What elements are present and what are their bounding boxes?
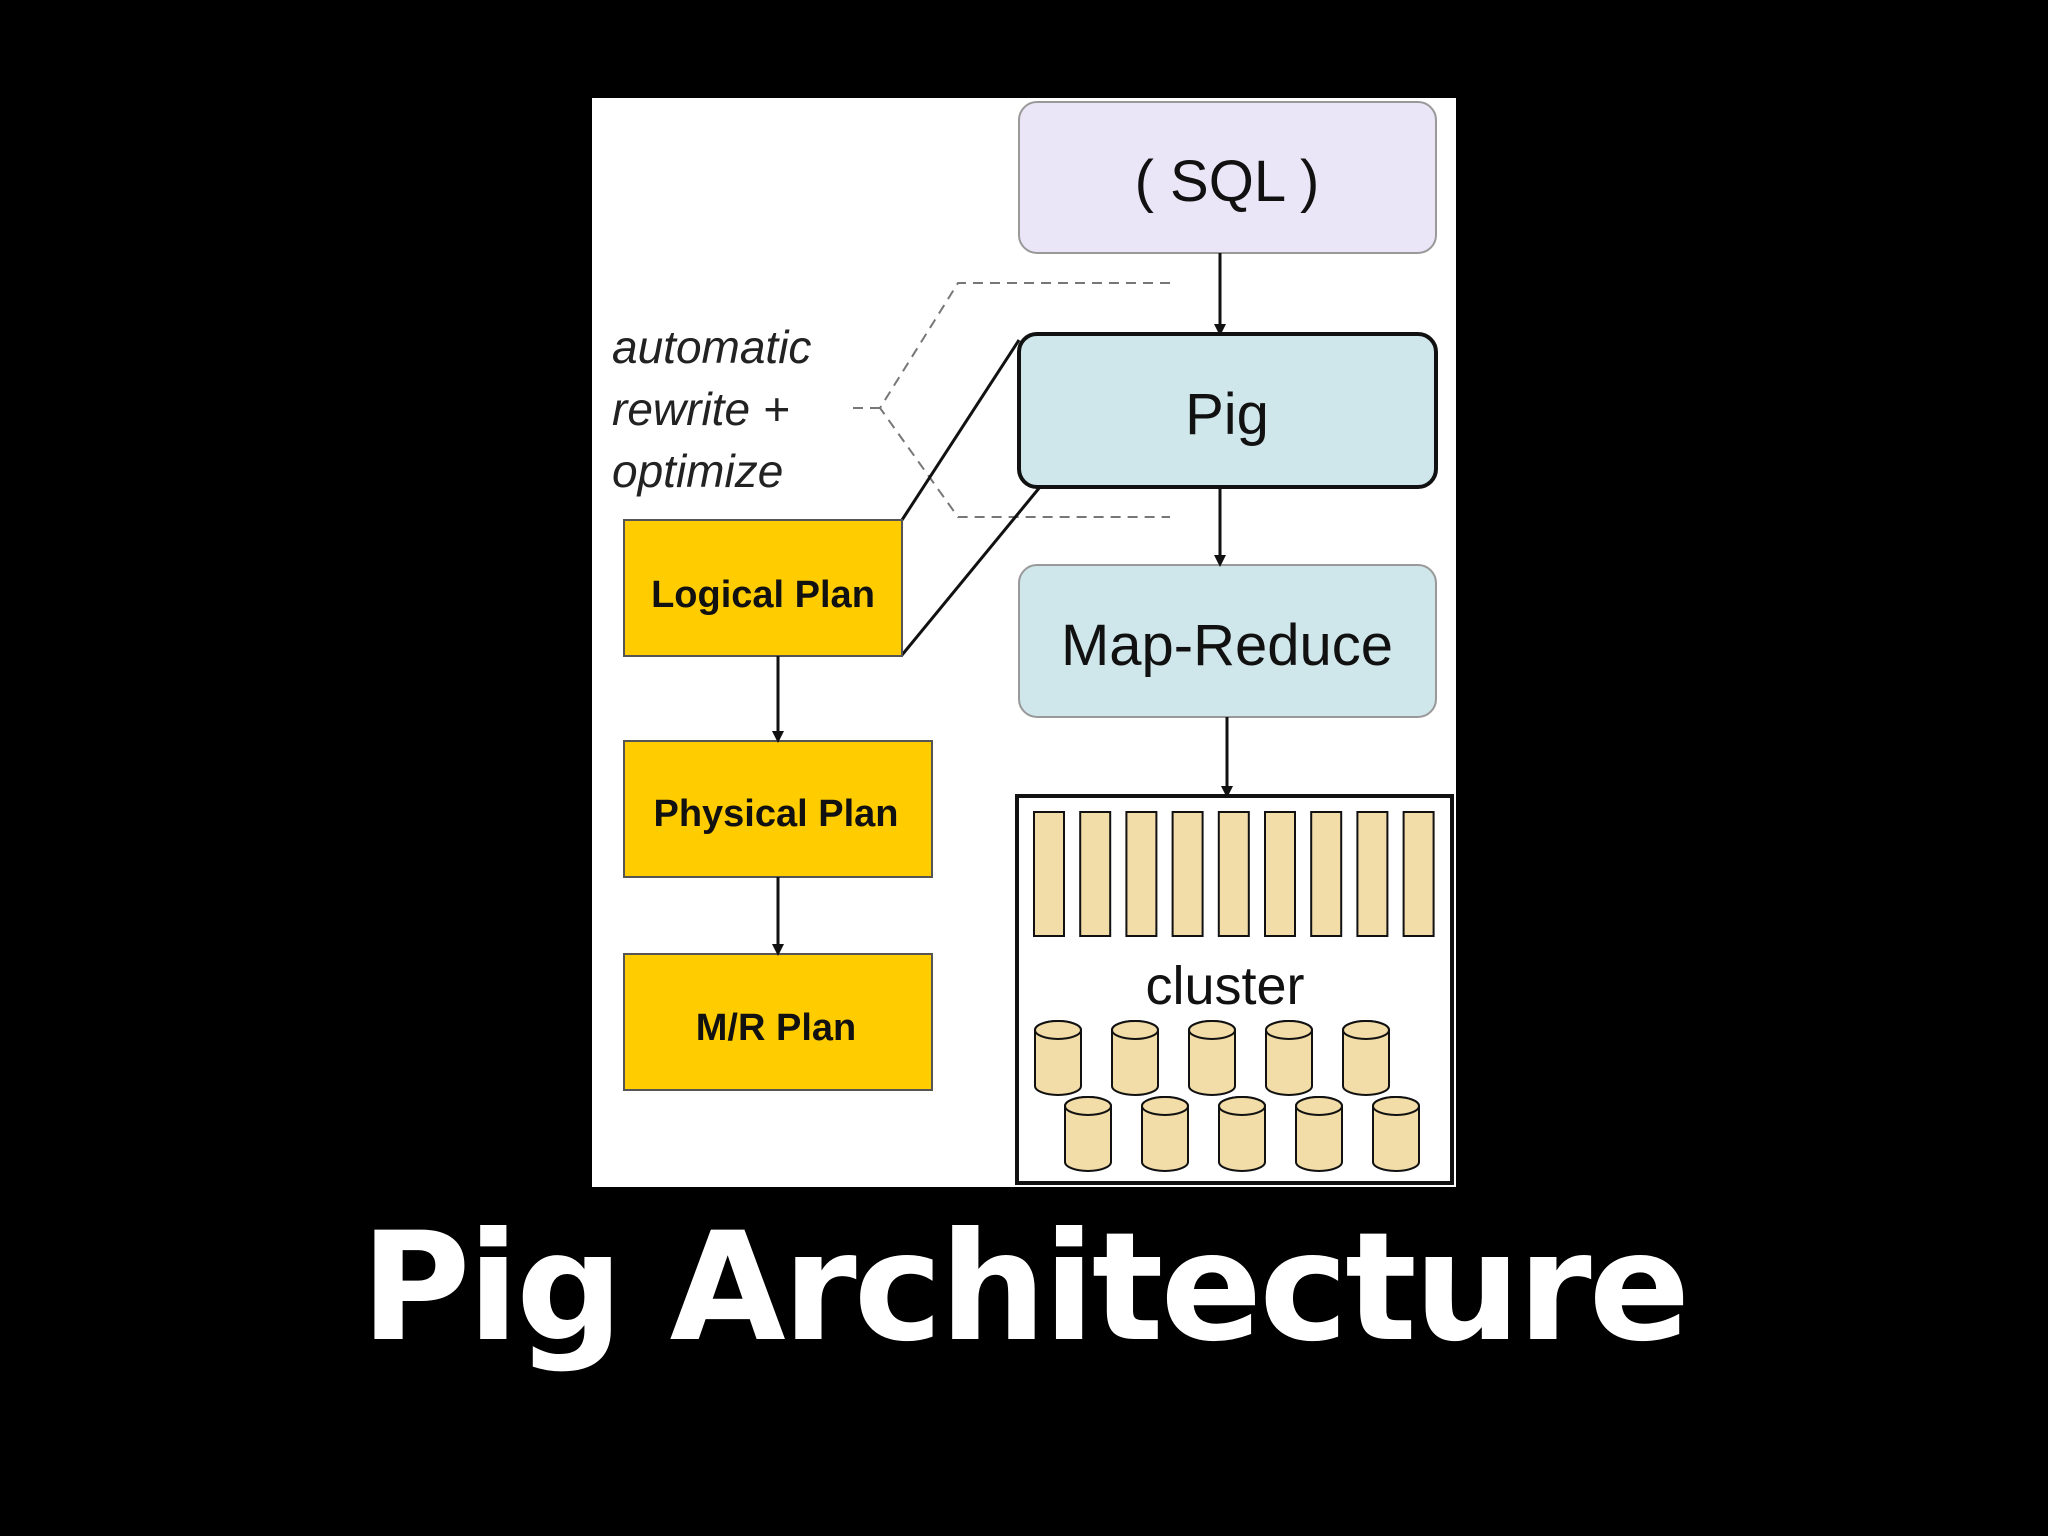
node-mapreduce: Map-Reduce [1018, 564, 1437, 718]
disk-icon [1188, 1020, 1236, 1096]
logical-plan-label: Logical Plan [651, 574, 875, 616]
disk-top [1141, 1096, 1189, 1116]
node-cluster: cluster [1015, 794, 1454, 1185]
cluster-bar [1079, 811, 1112, 937]
logical-plan-box [623, 519, 903, 657]
cluster-disks [1034, 1020, 1420, 1172]
disk-icon [1372, 1096, 1420, 1172]
disk-top [1342, 1020, 1390, 1040]
disk-icon [1295, 1096, 1343, 1172]
cluster-bar [1264, 811, 1296, 937]
slide-title: Pig Architecture [360, 1201, 1691, 1375]
pig-label: Pig [1185, 382, 1269, 447]
cluster-bar [1356, 811, 1389, 937]
node-logical-plan: Logical Plan [623, 519, 903, 657]
cluster-label: cluster [1145, 956, 1304, 1016]
cluster-bars [1033, 811, 1435, 937]
cluster-bar [1171, 811, 1204, 937]
physical-plan-label: Physical Plan [653, 793, 898, 835]
disk-top [1295, 1096, 1343, 1116]
pig-zoom-line-top [900, 339, 1021, 521]
cluster-bar [1033, 811, 1065, 937]
disk-top [1372, 1096, 1420, 1116]
pig-zoom-line-bottom [900, 486, 1042, 656]
disk-icon [1034, 1020, 1082, 1096]
node-pig: Pig [1017, 332, 1438, 489]
mapreduce-label: Map-Reduce [1061, 613, 1393, 678]
disk-icon [1141, 1096, 1189, 1172]
mr-plan-box [623, 953, 933, 1091]
pig-box [1017, 332, 1438, 489]
disk-top [1188, 1020, 1236, 1040]
disk-icon [1265, 1020, 1313, 1096]
annotation-bracket [846, 282, 1170, 518]
cluster-bar [1310, 811, 1343, 937]
annotation-line-2: rewrite + [612, 383, 790, 435]
disk-top [1265, 1020, 1313, 1040]
disk-top [1034, 1020, 1082, 1040]
disk-icon [1064, 1096, 1112, 1172]
disk-icon [1218, 1096, 1266, 1172]
node-mr-plan: M/R Plan [623, 953, 933, 1091]
disk-icon [1111, 1020, 1159, 1096]
mr-plan-label: M/R Plan [696, 1007, 856, 1049]
annotation-line-1: automatic [612, 321, 811, 373]
node-sql: ( SQL ) [1018, 101, 1437, 254]
annotation-line-3: optimize [612, 445, 783, 497]
disk-icon [1342, 1020, 1390, 1096]
disk-top [1111, 1020, 1159, 1040]
cluster-bar [1125, 811, 1158, 937]
disk-top [1218, 1096, 1266, 1116]
physical-plan-box [623, 740, 933, 878]
sql-label: ( SQL ) [1135, 149, 1320, 214]
annotation-text: automatic rewrite + optimize [612, 321, 824, 497]
cluster-bar [1402, 811, 1435, 937]
disk-top [1064, 1096, 1112, 1116]
node-physical-plan: Physical Plan [623, 740, 933, 878]
cluster-bar [1217, 811, 1250, 937]
sql-box [1018, 101, 1437, 254]
